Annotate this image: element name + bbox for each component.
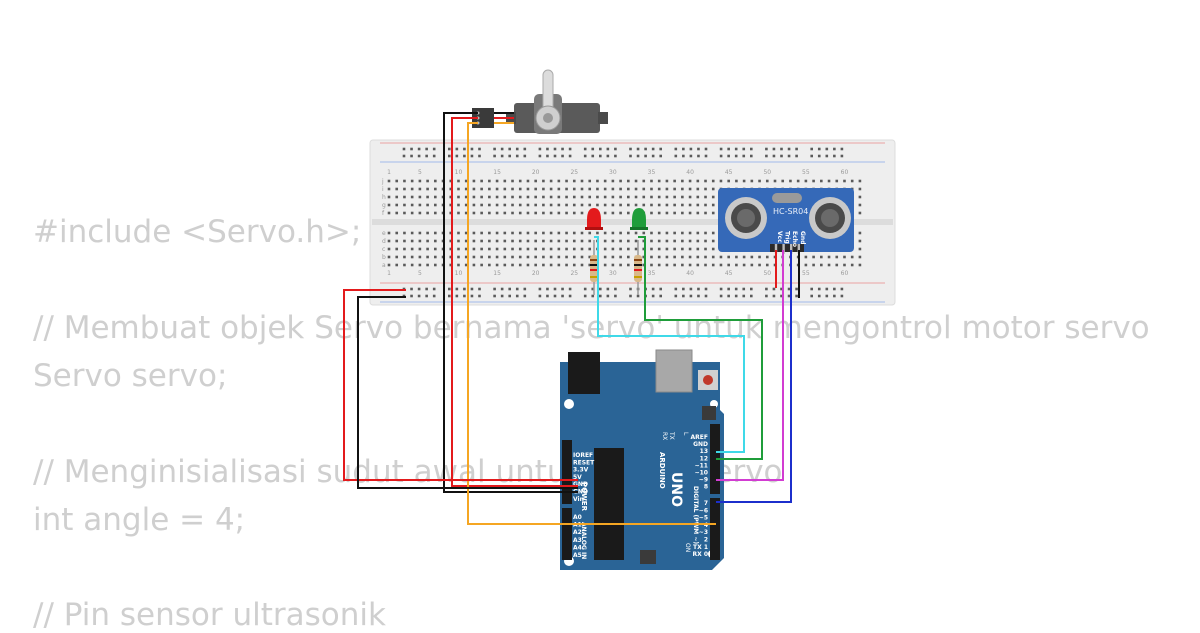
analog-pin-label: A1 [573,522,582,529]
digital-pin-label: ~5 [699,515,708,522]
digital-pin-label: ~6 [699,507,708,514]
digital-pin-label: GND [693,441,708,448]
breadboard-row-letter: i [382,186,384,193]
breadboard-column-number: 5 [418,169,422,176]
breadboard-row-letter: g [382,202,386,209]
digital-pin-label: 13 [700,448,708,455]
digital-pin-label: ~11 [695,462,708,469]
breadboard-row-letter: j [381,178,384,185]
tx-led-label: TX [668,431,675,440]
digital-pin-label: ~9 [699,477,708,484]
breadboard-row-letter: d [382,238,386,245]
breadboard-column-number: 55 [802,169,810,176]
breadboard-column-number: 25 [570,270,578,277]
digital-pin-label: ~3 [699,529,708,536]
breadboard-column-number: 25 [570,169,578,176]
wire-sensor-echo [716,250,792,503]
analog-pin-label: A0 [573,514,582,521]
breadboard-row-letter: a [382,262,386,269]
breadboard-column-number: 1 [387,270,391,277]
breadboard-column-number: 15 [493,270,501,277]
power-pin-label: GND [573,481,588,488]
breadboard-column-number: 5 [418,270,422,277]
power-header-label: POWER [580,482,588,512]
breadboard-column-number: 20 [532,270,540,277]
breadboard-row-letter: b [382,254,386,261]
sensor-pin-label: Trig [784,231,791,244]
wire-servo-power [451,117,578,487]
wire-green-led [638,236,763,460]
breadboard-column-number: 35 [648,270,656,277]
arduino-uno-board[interactable]: IOREFRESET3.3V5VGNDGNDVinA0A1A2A3A4A5ARE… [560,349,724,570]
analog-pin-label: A5 [573,552,582,559]
sensor-pin-label: Vcc [776,231,783,243]
sensor-model-label: HC-SR04 [773,207,808,216]
breadboard-column-number: 20 [532,169,540,176]
power-pin-label: GND [573,489,588,496]
power-pin-label: 5V [573,474,582,481]
breadboard-column-number: 10 [455,169,463,176]
breadboard-column-number: 50 [763,270,771,277]
wire-ground-rail [357,296,578,489]
breadboard-column-number: 55 [802,270,810,277]
arduino-brand-label: ARDUINO [658,452,666,489]
digital-pin-label: TX 1 [693,544,708,551]
wire-servo-signal [467,122,716,525]
rx-led-label: RX [661,432,668,440]
digital-pin-label: 8 [704,484,708,491]
power-pin-label: IOREF [573,452,593,459]
analog-pin-label: A4 [573,544,582,551]
analog-pin-label: A3 [573,537,582,544]
breadboard-column-number: 50 [763,169,771,176]
power-pin-label: RESET [573,459,595,466]
digital-pin-label: AREF [691,434,708,441]
digital-header-label: DIGITAL (PWM ~) [692,486,699,544]
red-led[interactable] [585,208,603,230]
digital-pin-label: 4 [704,522,708,529]
power-pin-label: Vin [573,496,584,503]
breadboard-row-letter: e [382,230,386,237]
breadboard-column-number: 60 [841,270,849,277]
breadboard-row-letter: f [382,210,385,217]
analog-header-label: ANALOG IN [580,522,587,559]
digital-pin-label: 7 [704,500,708,507]
digital-pin-label: 2 [704,537,708,544]
wire-5v-rail [343,289,578,481]
sensor-pin-label: Echo [791,231,798,247]
breadboard-column-number: 30 [609,270,617,277]
breadboard-column-number: 40 [686,270,694,277]
breadboard-column-number: 40 [686,169,694,176]
wire-red-led [594,236,745,453]
breadboard-row-letter: c [382,246,385,253]
analog-pin-label: A2 [573,529,582,536]
digital-pin-label: 12 [700,455,708,462]
wire-servo-ground [443,112,578,493]
breadboard-row-letter: h [382,194,386,201]
breadboard-column-number: 45 [725,270,733,277]
green-led[interactable] [630,208,648,230]
power-pin-label: 3.3V [573,467,589,474]
digital-pin-label: ~10 [695,470,708,477]
wire-sensor-trig [716,250,784,481]
breadboard-column-number: 15 [493,169,501,176]
arduino-model-label: UNO [668,472,684,507]
wires [343,112,800,525]
breadboard-column-number: 10 [455,270,463,277]
breadboard-column-number: 1 [387,169,391,176]
breadboard-column-number: 45 [725,169,733,176]
resistor-green-led[interactable] [634,240,642,295]
servo-motor[interactable] [472,69,608,134]
on-led-label: ON [684,543,691,552]
sensor-pin-label: Gnd [799,231,806,245]
digital-pin-label: RX 0 [692,551,708,558]
l-led-label: L [682,432,689,436]
breadboard-column-number: 60 [841,169,849,176]
breadboard-column-number: 30 [609,169,617,176]
resistor-red-led[interactable] [590,240,598,295]
breadboard-column-number: 35 [648,169,656,176]
